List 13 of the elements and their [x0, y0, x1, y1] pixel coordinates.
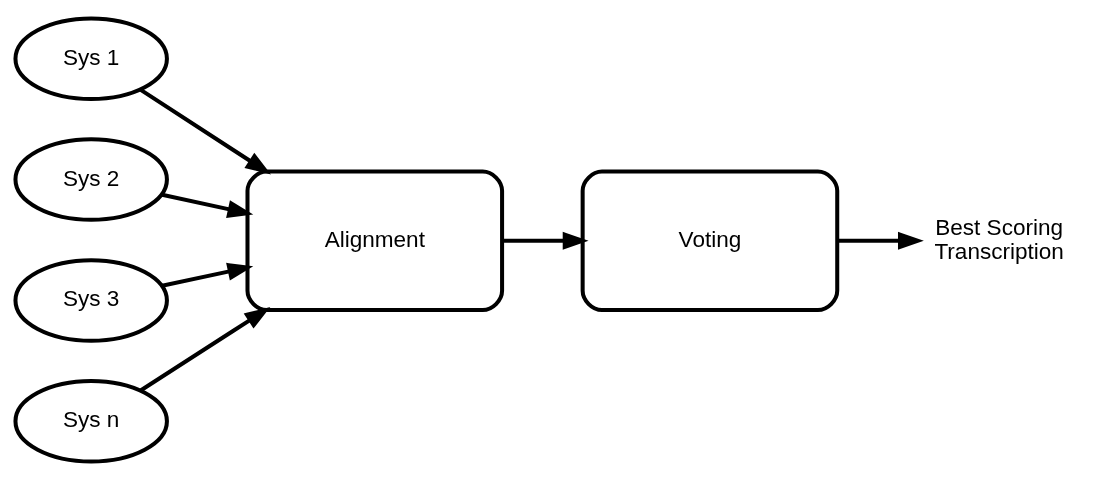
arrow	[837, 231, 924, 250]
arrow	[161, 192, 254, 218]
arrow	[502, 231, 589, 250]
arrow	[139, 87, 271, 174]
node-ellipse: Sys 1	[13, 15, 169, 101]
node-ellipse: Sys 3	[13, 257, 169, 343]
arrow	[139, 306, 271, 392]
arrow	[161, 262, 254, 288]
node-box: Alignment	[245, 169, 505, 312]
node-box: Voting	[580, 169, 840, 312]
node-ellipse: Sys 2	[13, 136, 169, 222]
node-ellipse: Sys n	[13, 378, 169, 464]
node-text: Best Scoring Transcription	[934, 214, 1064, 264]
